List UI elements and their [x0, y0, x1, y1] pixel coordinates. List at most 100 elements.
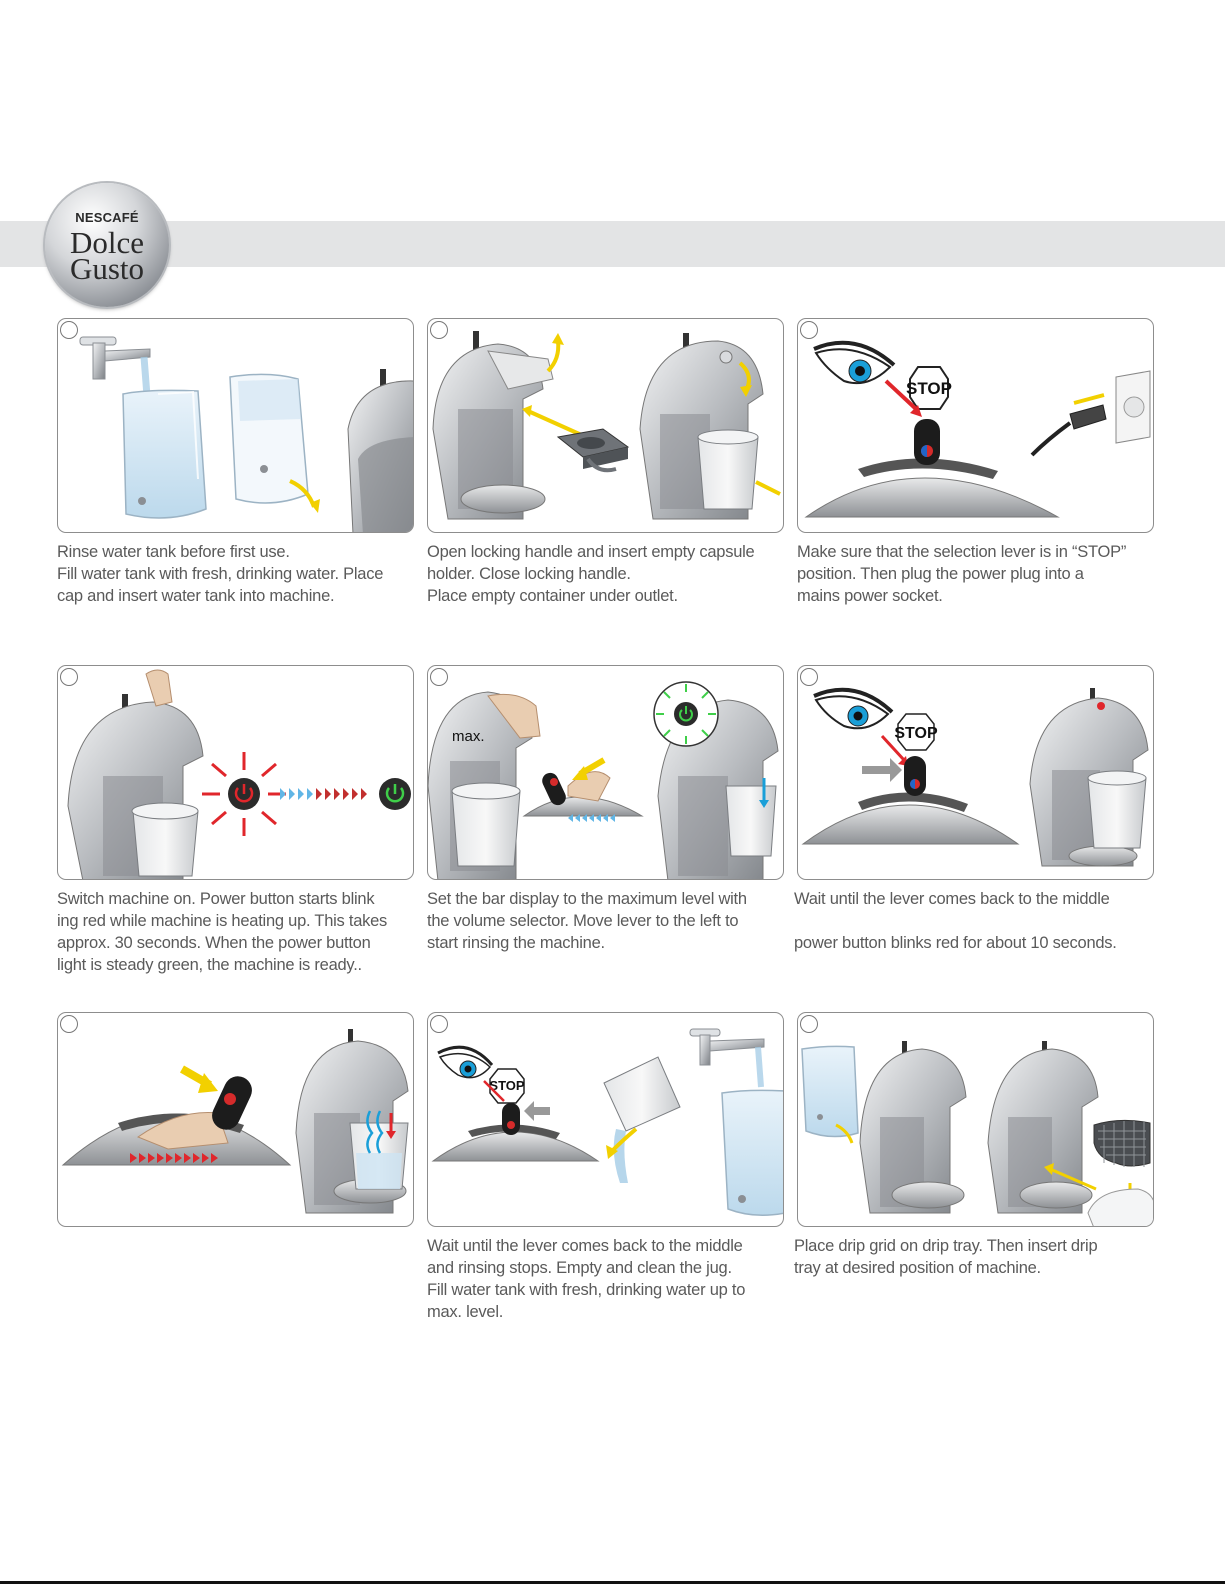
stop-sign-label: STOP — [906, 379, 952, 398]
wall-socket-icon — [1115, 370, 1151, 444]
step-5-illustration: max. — [427, 665, 784, 880]
caption-line: Make sure that the selection lever is in… — [797, 543, 1127, 561]
eye-icon — [813, 340, 896, 385]
caption-line: position. Then plug the power plug into … — [797, 565, 1084, 583]
left-arrows-icon — [568, 814, 615, 822]
caption-line: ing red while machine is heating up. Thi… — [57, 912, 388, 930]
max-level-label: max. — [452, 728, 485, 745]
water-tank-icon — [721, 1089, 783, 1216]
selection-lever-icon — [502, 1103, 520, 1135]
step-4-caption: Switch machine on. Power button starts b… — [57, 888, 427, 976]
logo-line-dolce: Dolce — [69, 225, 145, 260]
water-tank-icon — [801, 1045, 859, 1138]
step-1-scene — [79, 336, 413, 532]
step-7-number-circle — [60, 1015, 78, 1033]
power-button-steady-green-icon — [653, 681, 719, 747]
caption-line: Set the bar display to the maximum level… — [427, 890, 747, 908]
cup-icon — [725, 785, 777, 857]
base-arc-icon — [801, 792, 1020, 845]
step-3-number-circle — [800, 321, 818, 339]
step-1-caption: Rinse water tank before first use. Fill … — [57, 541, 427, 607]
gray-arrow-icon — [862, 758, 902, 782]
stop-sign-label: STOP — [489, 1078, 524, 1093]
step-9-illustration — [797, 1012, 1154, 1227]
stop-sign-icon: STOP — [894, 713, 938, 751]
stop-sign-icon: STOP — [906, 366, 952, 410]
step-9-number-circle — [800, 1015, 818, 1033]
cup-icon — [349, 1122, 409, 1190]
caption-line: Open locking handle and insert empty cap… — [427, 543, 755, 561]
caption-line: Wait until the lever comes back to the m… — [427, 1237, 743, 1255]
step-2-number-circle — [430, 321, 448, 339]
step-7-illustration — [57, 1012, 414, 1227]
cup-icon — [451, 782, 521, 867]
step-8-number-circle — [430, 1015, 448, 1033]
coffee-machine-icon — [347, 369, 413, 532]
step-6-caption: Wait until the lever comes back to the m… — [794, 888, 1164, 954]
power-button-blinking-red-icon — [202, 752, 286, 836]
caption-line: approx. 30 seconds. When the power butto… — [57, 934, 371, 952]
step-4-illustration — [57, 665, 414, 880]
selection-lever-icon — [542, 772, 566, 806]
step-9-caption: Place drip grid on drip tray. Then inser… — [794, 1235, 1164, 1279]
nescafe-dolce-gusto-logo: NESCAFÉ Dolce Gusto — [45, 183, 169, 307]
caption-line: Switch machine on. Power button starts b… — [57, 890, 375, 908]
caption-line: Rinse water tank before first use. — [57, 543, 290, 561]
yellow-arrow-icon — [546, 340, 561, 373]
water-tank-icon — [229, 373, 309, 504]
step-1-number-circle — [60, 321, 78, 339]
caption-line: Fill water tank with fresh, drinking wat… — [57, 565, 384, 583]
caption-line: mains power socket. — [797, 587, 943, 605]
step-6-number-circle — [800, 668, 818, 686]
yellow-arrow-icon — [835, 1123, 854, 1144]
step-8-scene: STOP — [431, 1028, 783, 1216]
step-7-scene — [61, 1029, 409, 1214]
step-2-illustration — [427, 318, 784, 533]
caption-line: tray at desired position of machine. — [794, 1259, 1041, 1277]
coffee-machine-icon — [859, 1041, 967, 1214]
eye-icon — [437, 1045, 494, 1079]
step-1-illustration — [57, 318, 414, 533]
water-pour-icon — [613, 1129, 628, 1183]
water-tank-icon — [122, 389, 207, 519]
bottom-rule — [0, 1581, 1225, 1584]
caption-line: the volume selector. Move lever to the l… — [427, 912, 739, 930]
right-arrows-icon — [130, 1153, 218, 1163]
step-3-caption: Make sure that the selection lever is in… — [797, 541, 1167, 607]
finger-icon — [487, 693, 541, 739]
step-2-scene — [432, 331, 781, 520]
selection-lever-icon — [914, 419, 940, 465]
step-3-illustration: STOP — [797, 318, 1154, 533]
gray-arrow-icon — [524, 1101, 550, 1121]
base-arc-icon — [522, 796, 644, 817]
yellow-arrow-icon — [1073, 393, 1105, 405]
step-2-caption: Open locking handle and insert empty cap… — [427, 541, 797, 607]
caption-line: Fill water tank with fresh, drinking wat… — [427, 1281, 746, 1299]
hand-icon — [567, 771, 611, 802]
logo-line-gusto: Gusto — [69, 251, 145, 286]
red-arrow-icon — [884, 379, 918, 411]
cup-icon — [603, 1056, 681, 1132]
step-5-caption: Set the bar display to the maximum level… — [427, 888, 797, 954]
step-5-scene: max. — [428, 681, 779, 879]
step-4-scene — [67, 669, 411, 879]
yellow-arrow-icon — [1049, 1167, 1097, 1191]
step-4-number-circle — [60, 668, 78, 686]
stop-sign-label: STOP — [894, 725, 938, 742]
steam-icon — [366, 1110, 374, 1154]
drip-tray-icon — [1087, 1188, 1153, 1226]
cup-icon — [1087, 770, 1147, 849]
power-plug-icon — [1030, 404, 1107, 457]
caption-line: light is steady green, the machine is re… — [57, 956, 362, 974]
red-arrow-icon — [483, 1080, 505, 1102]
eye-icon — [813, 687, 894, 730]
caption-line: and rinsing stops. Empty and clean the j… — [427, 1259, 732, 1277]
logo-brand: NESCAFÉ — [75, 210, 139, 225]
step-6-scene: STOP — [801, 687, 1149, 867]
caption-line: Place empty container under outlet. — [427, 587, 678, 605]
cup-icon — [131, 802, 199, 877]
finger-icon — [145, 669, 173, 707]
progress-arrows-icon — [280, 788, 367, 800]
selection-lever-icon — [904, 756, 926, 796]
caption-line: Wait until the lever comes back to the m… — [794, 890, 1110, 908]
